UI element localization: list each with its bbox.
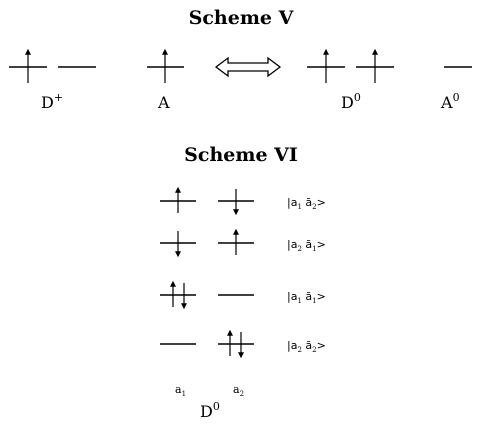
configuration-row-1 [160,186,254,216]
resonance-double-arrow [214,56,282,78]
label-d-plus: D+ [41,91,63,112]
label-d0: D0 [341,91,361,112]
scheme-v-title: Scheme V [189,7,295,29]
label-a: A [157,93,170,112]
configuration-row-4 [160,329,254,359]
ket-row-4: |a2 ā2> [287,339,326,354]
label-d0-bottom: D0 [200,400,220,421]
orbital-label-a2: a2 [233,383,244,398]
scheme-v-d-plus-levels [9,48,96,83]
ket-row-1: |a1 ā2> [287,196,326,211]
scheme-v-d0-levels [307,48,394,83]
label-a0: A0 [440,91,460,112]
orbital-label-a1: a1 [175,383,186,398]
scheme-v-a-level [147,48,184,83]
ket-row-3: |a1 ā1> [287,290,326,305]
ket-row-2: |a2 ā1> [287,238,326,253]
configuration-row-2 [160,228,254,258]
scheme-vi-title: Scheme VI [184,144,298,166]
configuration-row-3 [160,280,254,310]
